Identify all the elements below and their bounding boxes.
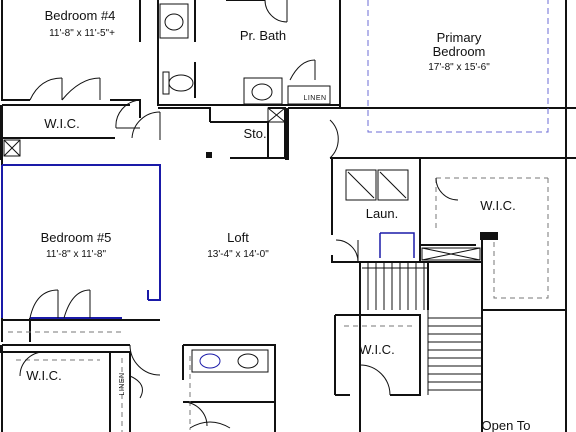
door-swings	[19, 0, 459, 427]
sink-icon-2	[251, 83, 273, 101]
laundry-label: Laun.	[366, 206, 399, 221]
dryer-icon	[377, 169, 409, 201]
stairs	[362, 262, 482, 395]
primary-bedroom-dims: 17'-8" x 15'-6"	[428, 62, 490, 73]
dashed-ceiling-lines	[367, 0, 549, 133]
wic-top-left-label: W.I.C.	[44, 116, 79, 131]
bedroom-4-dims: 11'-8" x 11'-5"+	[49, 28, 115, 39]
wic-bottom-left-label: W.I.C.	[26, 368, 61, 383]
washer-icon	[345, 169, 377, 201]
pr-bath-label: Pr. Bath	[240, 28, 286, 43]
dashed-closet-lines	[8, 177, 549, 432]
wall-blocks	[0, 105, 498, 353]
wic-right-label: W.I.C.	[480, 198, 515, 213]
sink-icon-4	[237, 353, 259, 369]
sink-icon	[164, 13, 184, 31]
bedroom-5-highlight	[1, 164, 161, 319]
laundry-door-highlight	[379, 232, 415, 258]
storage-label: Sto.	[243, 126, 266, 141]
bedroom-5-label: Bedroom #5	[41, 230, 112, 245]
primary-bedroom-label-line1: Primary	[437, 30, 482, 45]
toilet-bowl-icon	[168, 74, 194, 92]
open-to-label: Open To	[482, 418, 531, 432]
wic-bottom-center-label: W.I.C.	[359, 342, 394, 357]
linen-top-label: LINEN	[303, 95, 326, 102]
fixtures	[3, 3, 481, 429]
linen-bottom-label: LINEN	[119, 372, 126, 395]
loft-dims: 13'-4" x 14'-0"	[207, 249, 269, 260]
primary-bedroom-label-line2: Bedroom	[433, 44, 486, 59]
loft-label: Loft	[227, 230, 249, 245]
bedroom-5-dims: 11'-8" x 11'-8"	[46, 249, 106, 260]
sink-icon-3	[199, 353, 221, 369]
bedroom-4-label: Bedroom #4	[45, 8, 116, 23]
